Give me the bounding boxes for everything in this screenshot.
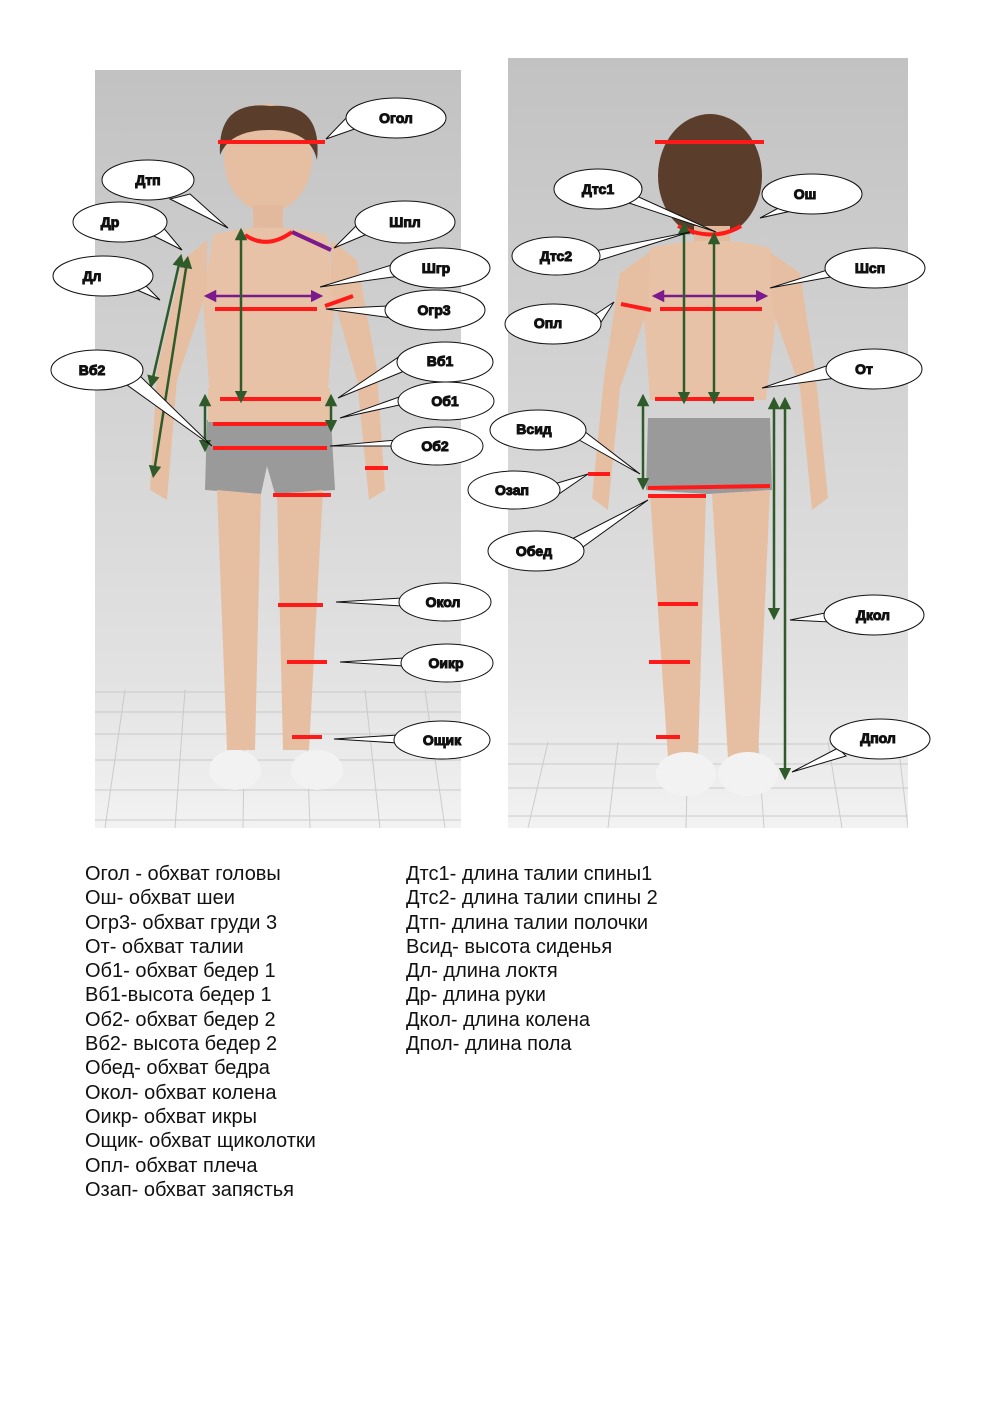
legend-item: Огр3- обхват груди 3	[85, 911, 278, 934]
legend-item: Др- длина руки	[406, 984, 546, 1007]
svg-text:От: От	[855, 361, 873, 377]
callout-shsp: Шсп	[769, 247, 926, 289]
svg-text:Об1: Об1	[431, 393, 459, 409]
svg-text:Огол: Огол	[379, 110, 413, 126]
callout-dts2: Дтс2	[511, 231, 691, 276]
callout-ob1: Об1	[339, 381, 495, 421]
length-arrows-front	[147, 227, 338, 479]
legend-item: Вб1-высота бедер 1	[85, 984, 272, 1007]
legend-item: От- обхват талии	[85, 935, 244, 958]
callout-dts1: Дтс1	[553, 168, 717, 233]
legend-item: Ош- обхват шеи	[85, 887, 235, 910]
legend-item: Дкол- длина колена	[406, 1008, 590, 1031]
svg-text:Озап: Озап	[495, 482, 529, 498]
callout-oshchik: Ощик	[333, 720, 491, 760]
legend-item: Дтс1- длина талии спины1	[406, 863, 653, 885]
callout-vsid: Всид	[489, 409, 641, 475]
callout-shpl: Шпл	[333, 200, 456, 249]
callout-opl: Опл	[504, 301, 615, 345]
arm-line	[324, 294, 354, 308]
svg-text:Огр3: Огр3	[417, 302, 450, 318]
legend-girths: Огол - обхват головы Ош- обхват шеи Огр3…	[85, 862, 395, 1202]
legend-item: Вб2- высота бедер 2	[85, 1033, 278, 1056]
svg-text:Вб2: Вб2	[79, 362, 106, 378]
callout-layer: Огол Дтп Шпл Др Шгр Дл Огр3 Вб2	[50, 97, 931, 773]
svg-text:Шгр: Шгр	[422, 260, 450, 276]
svg-text:Дтс2: Дтс2	[540, 248, 572, 264]
svg-text:Окол: Окол	[426, 594, 461, 610]
legend-item: Оикр- обхват икры	[85, 1105, 257, 1128]
legend-item: Об1- обхват бедер 1	[85, 960, 276, 983]
legend-item: Всид- высота сиденья	[406, 935, 613, 958]
callout-ozap: Озап	[467, 470, 589, 510]
svg-text:Вб1: Вб1	[427, 353, 454, 369]
legend-item: Об2- обхват бедер 2	[85, 1008, 276, 1031]
svg-text:Дтп: Дтп	[135, 172, 160, 188]
length-arrows-back	[636, 221, 792, 781]
legend-item: Дпол- длина пола	[406, 1033, 572, 1056]
callout-dl: Дл	[52, 255, 161, 301]
child-body-back	[592, 114, 828, 796]
svg-text:Об2: Об2	[421, 438, 449, 454]
legend-item: Обед- обхват бедра	[85, 1057, 270, 1080]
callout-shgr: Шгр	[319, 247, 491, 289]
legend-item: Дтс2- длина талии спины 2	[406, 887, 658, 910]
svg-text:Дпол: Дпол	[860, 730, 896, 746]
legend-item: Дл- длина локтя	[406, 960, 558, 983]
legend-item: Ощик- обхват щиколотки	[85, 1130, 316, 1153]
shoulder-width-line	[291, 230, 332, 252]
callout-vb2: Вб2	[50, 349, 213, 447]
callout-dtp: Дтп	[101, 159, 229, 229]
svg-text:Др: Др	[101, 214, 120, 230]
legend-item: Окол- обхват колена	[85, 1081, 277, 1104]
callout-ogr3: Огр3	[325, 289, 486, 331]
svg-text:Дкол: Дкол	[856, 607, 890, 623]
callout-obed: Обед	[487, 499, 649, 572]
svg-text:Дл: Дл	[83, 268, 102, 284]
callout-dr: Др	[72, 201, 183, 251]
svg-text:Ош: Ош	[794, 186, 817, 202]
svg-text:Ощик: Ощик	[423, 732, 462, 748]
svg-text:Шпл: Шпл	[389, 214, 420, 230]
legend-item: Озап- обхват запястья	[85, 1178, 294, 1201]
callout-osh: Ош	[759, 173, 863, 219]
svg-text:Оикр: Оикр	[428, 655, 463, 671]
callout-ogol: Огол	[325, 97, 447, 140]
legend-item: Опл- обхват плеча	[85, 1154, 258, 1177]
seat-line	[647, 484, 771, 490]
callout-dpol: Дпол	[791, 718, 931, 773]
legend-lengths: Дтс1- длина талии спины1 Дтс2- длина тал…	[406, 862, 806, 1056]
callout-ot: От	[761, 348, 923, 390]
svg-text:Шсп: Шсп	[855, 260, 885, 276]
callout-ob2: Об2	[329, 426, 484, 466]
svg-text:Опл: Опл	[534, 315, 562, 331]
svg-text:Дтс1: Дтс1	[582, 181, 614, 197]
legend-item: Огол - обхват головы	[85, 863, 281, 885]
svg-text:Обед: Обед	[516, 543, 552, 559]
legend-item: Дтп- длина талии полочки	[406, 911, 649, 934]
svg-text:Всид: Всид	[516, 421, 552, 437]
neck-line	[243, 230, 294, 244]
callout-oikr: Оикр	[339, 643, 494, 683]
callout-okol: Окол	[335, 582, 492, 622]
upper-arm-girth-line	[620, 302, 652, 312]
callout-dkol: Дкол	[789, 594, 925, 636]
